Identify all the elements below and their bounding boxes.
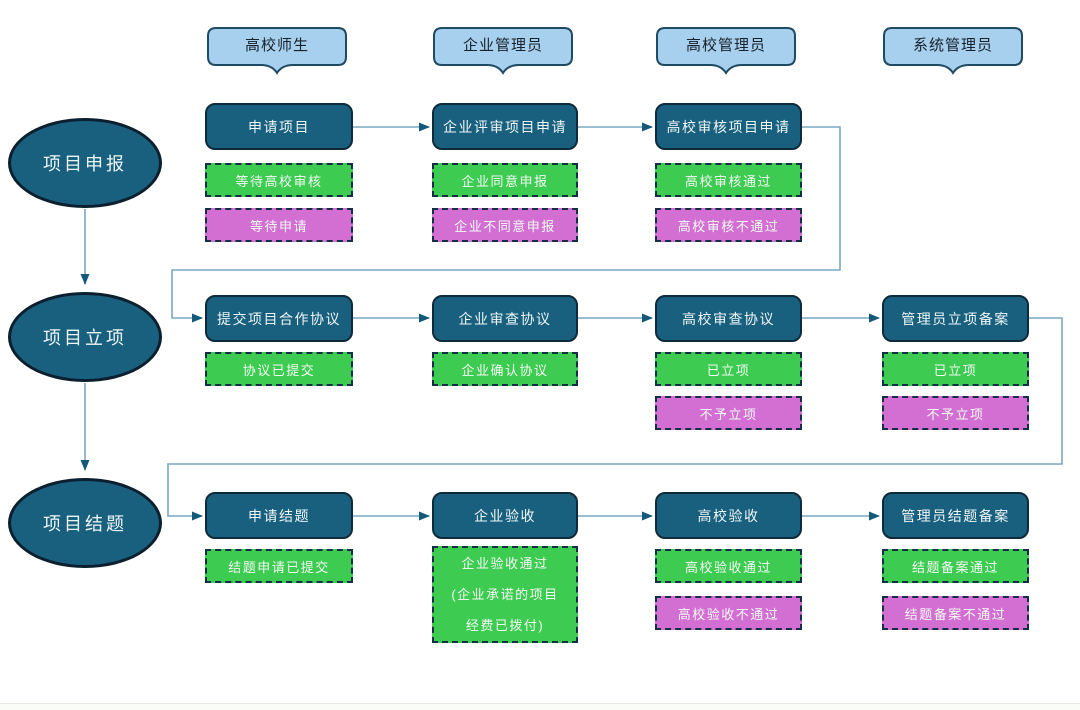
lane-header-shape [433, 27, 573, 75]
lane-header-system-admin: 系统管理员 [883, 27, 1023, 79]
step-university-acceptance: 高校验收 [655, 492, 802, 539]
lane-header-university-staff: 高校师生 [207, 27, 347, 79]
arrow-phase2-to-phase3-feedback [167, 317, 1063, 521]
lane-header-university-admin: 高校管理员 [656, 27, 796, 79]
status-enterprise-rejected-declaration: 企业不同意申报 [432, 208, 578, 242]
step-enterprise-review-agreement: 企业审查协议 [432, 295, 578, 342]
step-apply-project: 申请项目 [205, 103, 353, 150]
lane-header-label: 企业管理员 [462, 37, 543, 54]
lane-header-label: 高校管理员 [685, 37, 766, 54]
step-admin-initiation-filing: 管理员立项备案 [882, 295, 1029, 342]
status-waiting-application: 等待申请 [205, 208, 353, 242]
lane-header-shape [883, 27, 1023, 75]
step-enterprise-acceptance: 企业验收 [432, 492, 578, 539]
status-waiting-university-review: 等待高校审核 [205, 163, 353, 197]
step-apply-closure: 申请结题 [205, 492, 353, 539]
bottom-edge-strip [0, 703, 1080, 710]
phase-ellipse-declaration: 项目申报 [8, 118, 162, 208]
lane-header-shape [207, 27, 347, 75]
lane-header-label: 高校师生 [244, 37, 309, 54]
status-enterprise-acceptance-passed: 企业验收通过 (企业承诺的项目 经费已拨付) [432, 546, 578, 643]
step-university-review-application: 高校审核项目申请 [655, 103, 802, 150]
lane-header-enterprise-admin: 企业管理员 [433, 27, 573, 79]
lane-header-shape [656, 27, 796, 75]
step-admin-closure-filing: 管理员结题备案 [882, 492, 1029, 539]
status-university-review-failed: 高校审核不通过 [655, 208, 802, 242]
lane-header-label: 系统管理员 [912, 37, 993, 54]
status-university-acceptance-failed: 高校验收不通过 [655, 596, 802, 630]
status-closure-filing-passed: 结题备案通过 [882, 549, 1029, 583]
status-university-review-passed: 高校审核通过 [655, 163, 802, 197]
arrow-phase1-to-phase2-feedback [171, 126, 841, 323]
phase-ellipse-closure: 项目结题 [8, 478, 162, 568]
status-agreement-submitted: 协议已提交 [205, 352, 353, 386]
phase-ellipse-initiation: 项目立项 [8, 292, 162, 382]
step-submit-cooperation-agreement: 提交项目合作协议 [205, 295, 353, 342]
status-university-acceptance-passed: 高校验收通过 [655, 549, 802, 583]
status-project-not-initiated-admin: 不予立项 [882, 396, 1029, 430]
status-enterprise-confirmed-agreement: 企业确认协议 [432, 352, 578, 386]
status-enterprise-approved-declaration: 企业同意申报 [432, 163, 578, 197]
status-closure-application-submitted: 结题申请已提交 [205, 549, 353, 583]
step-enterprise-review-application: 企业评审项目申请 [432, 103, 578, 150]
status-closure-filing-failed: 结题备案不通过 [882, 596, 1029, 630]
status-project-not-initiated-university: 不予立项 [655, 396, 802, 430]
status-project-initiated-admin: 已立项 [882, 352, 1029, 386]
step-university-review-agreement: 高校审查协议 [655, 295, 802, 342]
status-project-initiated-university: 已立项 [655, 352, 802, 386]
